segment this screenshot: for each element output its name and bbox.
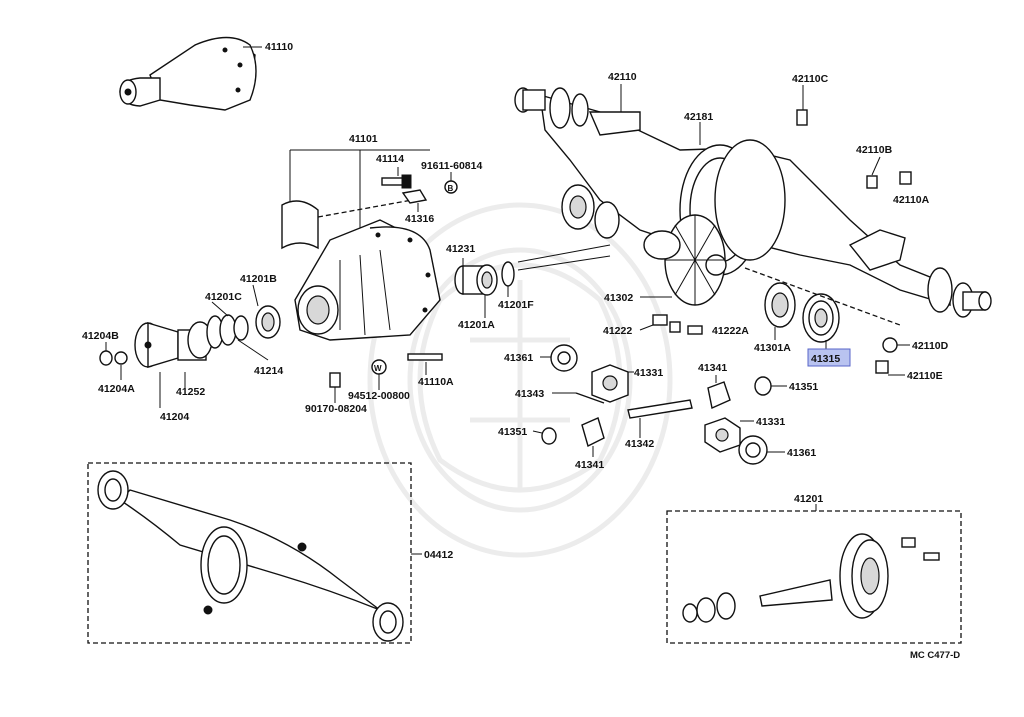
- label-41214: 41214: [254, 365, 283, 377]
- label-41331-lower: 41331: [756, 416, 785, 428]
- highlight-41315[interactable]: [807, 348, 851, 367]
- label-41231: 41231: [446, 243, 475, 255]
- label-41204B: 41204B: [82, 330, 119, 342]
- label-90170-08204: 90170-08204: [305, 403, 367, 415]
- label-41110: 41110: [265, 41, 293, 53]
- plug-42110E: [875, 360, 889, 374]
- label-41114: 41114: [376, 153, 404, 165]
- label-91611-60814: 91611-60814: [421, 160, 482, 172]
- bearing-41315: [802, 293, 840, 350]
- stud-41110A: [329, 353, 443, 403]
- label-41343: 41343: [515, 388, 544, 400]
- gasket-kit-box-04412: [87, 462, 422, 644]
- companion-flange-41204: [99, 321, 213, 408]
- thrust-washer-41351-left: [532, 427, 557, 445]
- diagram-code: MC C477-D: [910, 650, 960, 661]
- oil-seal-41201C: [206, 284, 281, 361]
- carrier-housing-41101: [281, 149, 441, 341]
- plug-42110D: [882, 337, 898, 353]
- label-41252: 41252: [176, 386, 205, 398]
- label-41222A: 41222A: [712, 325, 749, 337]
- label-41341-upper: 41341: [698, 362, 727, 374]
- watermark-emblem: [367, 202, 673, 558]
- label-41351-right: 41351: [789, 381, 818, 393]
- label-94512-00800: 94512-00800: [348, 390, 410, 402]
- side-gear-washer-41361-upper: [540, 344, 578, 372]
- label-42110C: 42110C: [792, 73, 829, 85]
- pinion-gear-41341-lower: [581, 417, 605, 457]
- pinion-gear-41341-upper: [707, 375, 731, 409]
- label-41201C: 41201C: [205, 291, 242, 303]
- bearing-41231: [454, 258, 515, 318]
- side-gear-washer-41361-lower: [738, 435, 785, 465]
- pinion-shaft-41342: [627, 399, 693, 438]
- label-41110A: 41110A: [418, 376, 454, 388]
- label-42110B: 42110B: [856, 144, 893, 156]
- label-41301A: 41301A: [754, 342, 791, 354]
- side-gear-41331-upper: [591, 364, 634, 403]
- thrust-washer-41351-right: [754, 376, 787, 396]
- symbol-w: W: [374, 364, 382, 373]
- label-41351-left: 41351: [498, 426, 527, 438]
- label-41361-lower: 41361: [787, 447, 816, 459]
- label-41342: 41342: [625, 438, 654, 450]
- label-41101: 41101: [349, 133, 378, 145]
- plug-42110A: [899, 171, 912, 185]
- label-41204: 41204: [160, 411, 189, 423]
- ring-pinion-box-41201: [666, 504, 962, 644]
- label-41331-upper: 41331: [634, 367, 663, 379]
- carrier-assembly-41110: [119, 36, 262, 111]
- label-41204A: 41204A: [98, 383, 135, 395]
- label-41361-upper: 41361: [504, 352, 533, 364]
- nut-42110B: [866, 175, 878, 189]
- label-41222: 41222: [603, 325, 632, 337]
- label-41201B: 41201B: [240, 273, 277, 285]
- label-41341-lower: 41341: [575, 459, 604, 471]
- pinion-shaft-pin-41343: [552, 392, 605, 404]
- label-42110D: 42110D: [912, 340, 949, 352]
- label-42110E: 42110E: [907, 370, 943, 382]
- bearing-41301A: [764, 282, 796, 340]
- label-41201: 41201: [794, 493, 823, 505]
- label-41201F: 41201F: [498, 299, 534, 311]
- label-41316: 41316: [405, 213, 434, 225]
- label-42110: 42110: [608, 71, 637, 83]
- side-gear-41331-lower: [704, 417, 754, 453]
- bolt-41114: [381, 167, 412, 189]
- differential-case-41302: [517, 184, 727, 306]
- label-41201A: 41201A: [458, 319, 495, 331]
- symbol-b: B: [448, 184, 454, 193]
- label-04412: 04412: [424, 549, 453, 561]
- lock-plate-41316: [401, 189, 428, 212]
- label-41315[interactable]: 41315: [811, 353, 840, 365]
- bolt-41222: [639, 314, 703, 335]
- label-41302: 41302: [604, 292, 633, 304]
- label-42110A: 42110A: [893, 194, 930, 206]
- label-42181: 42181: [684, 111, 713, 123]
